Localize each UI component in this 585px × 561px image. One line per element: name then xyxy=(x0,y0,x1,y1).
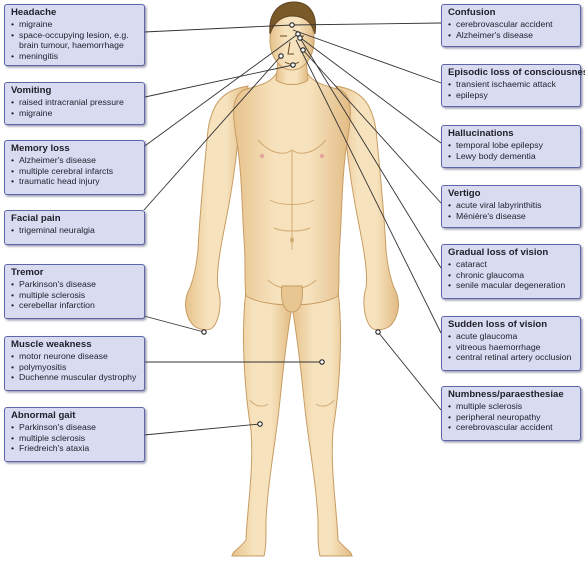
panel-title: Vertigo xyxy=(448,188,481,199)
list-item: multiple cerebral infarcts xyxy=(11,166,139,177)
right-nipple xyxy=(319,153,325,159)
navel xyxy=(290,237,294,243)
panel-title: Tremor xyxy=(11,267,44,278)
right-leg xyxy=(291,289,353,557)
panel-tremor: Tremor Parkinson's disease multiple scle… xyxy=(4,264,145,319)
panel-headache: Headache migraine space-occupying lesion… xyxy=(4,4,145,66)
list-item: multiple sclerosis xyxy=(11,433,139,444)
panel-title: Sudden loss of vision xyxy=(448,319,548,330)
list-item: peripheral neuropathy xyxy=(448,412,575,423)
list-item: trigeminal neuralgia xyxy=(11,225,139,236)
panel-sudden-loss-of-vision: Sudden loss of vision acute glaucoma vit… xyxy=(441,316,581,371)
panel-title: Muscle weakness xyxy=(11,339,92,350)
list-item: transient ischaemic attack xyxy=(448,79,575,90)
left-arm xyxy=(185,85,249,331)
panel-title: Numbness/paraesthesiae xyxy=(448,389,564,400)
panel-episodic-loss-of-consciousness: Episodic loss of consciousness transient… xyxy=(441,64,585,107)
list-item: cerebellar infarction xyxy=(11,300,139,311)
list-item: chronic glaucoma xyxy=(448,270,575,281)
left-nipple xyxy=(259,153,265,159)
panel-vomiting: Vomiting raised intracranial pressure mi… xyxy=(4,82,145,125)
list-item: meningitis xyxy=(11,51,139,62)
list-item: cataract xyxy=(448,259,575,270)
leader-lines xyxy=(141,22,442,436)
panel-title: Gradual loss of vision xyxy=(448,247,549,258)
list-item: motor neurone disease xyxy=(11,351,139,362)
panel-title: Memory loss xyxy=(11,143,70,154)
panel-muscle-weakness: Muscle weakness motor neurone disease po… xyxy=(4,336,145,391)
panel-hallucinations: Hallucinations temporal lobe epilepsy Le… xyxy=(441,125,581,168)
list-item: cerebrovascular accident xyxy=(448,422,575,433)
hair xyxy=(269,1,317,35)
panel-title: Abnormal gait xyxy=(11,410,76,421)
genitals xyxy=(281,285,303,313)
panel-title: Vomiting xyxy=(11,85,52,96)
list-item: Parkinson's disease xyxy=(11,279,139,290)
body-shading xyxy=(249,139,335,407)
list-item: central retinal artery occlusion xyxy=(448,352,575,363)
list-item: migraine xyxy=(11,19,139,30)
panel-gradual-loss-of-vision: Gradual loss of vision cataract chronic … xyxy=(441,244,581,299)
human-figure xyxy=(185,9,399,557)
list-item: acute glaucoma xyxy=(448,331,575,342)
panel-title: Headache xyxy=(11,7,57,18)
list-item: Parkinson's disease xyxy=(11,422,139,433)
panel-memory-loss: Memory loss Alzheimer's disease multiple… xyxy=(4,140,145,195)
panel-title: Hallucinations xyxy=(448,128,514,139)
list-item: vitreous haemorrhage xyxy=(448,342,575,353)
list-item: raised intracranial pressure xyxy=(11,97,139,108)
leader-dots xyxy=(201,22,381,427)
list-item: epilepsy xyxy=(448,90,575,101)
list-item: Ménière's disease xyxy=(448,211,575,222)
panel-confusion: Confusion cerebrovascular accident Alzhe… xyxy=(441,4,581,47)
right-arm xyxy=(335,85,399,331)
list-item: cerebrovascular accident xyxy=(448,19,575,30)
list-item: Lewy body dementia xyxy=(448,151,575,162)
list-item: migraine xyxy=(11,108,139,119)
list-item: multiple sclerosis xyxy=(448,401,575,412)
list-item: space-occupying lesion, e.g. brain tumou… xyxy=(11,30,139,51)
list-item: Duchenne muscular dystrophy xyxy=(11,372,139,383)
list-item: acute viral labyrinthitis xyxy=(448,200,575,211)
panel-title: Confusion xyxy=(448,7,496,18)
panel-title: Facial pain xyxy=(11,213,61,224)
panel-vertigo: Vertigo acute viral labyrinthitis Ménièr… xyxy=(441,185,581,228)
list-item: Alzheimer's disease xyxy=(11,155,139,166)
list-item: temporal lobe epilepsy xyxy=(448,140,575,151)
panel-facial-pain: Facial pain trigeminal neuralgia xyxy=(4,210,145,245)
list-item: Friedreich's ataxia xyxy=(11,443,139,454)
list-item: Alzheimer's disease xyxy=(448,30,575,41)
list-item: multiple sclerosis xyxy=(11,290,139,301)
panel-title: Episodic loss of consciousness xyxy=(448,67,585,78)
list-item: traumatic head injury xyxy=(11,176,139,187)
list-item: senile macular degeneration xyxy=(448,280,575,291)
list-item: polymyositis xyxy=(11,362,139,373)
panel-numbness-paraesthesiae: Numbness/paraesthesiae multiple sclerosi… xyxy=(441,386,581,441)
panel-abnormal-gait: Abnormal gait Parkinson's disease multip… xyxy=(4,407,145,462)
